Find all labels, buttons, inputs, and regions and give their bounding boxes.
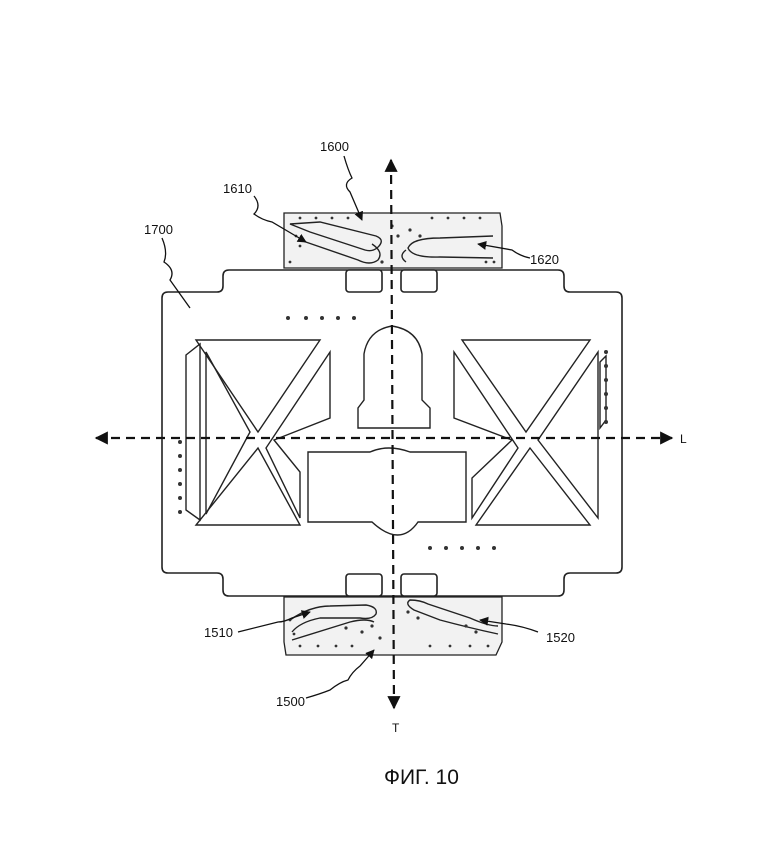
label-1610: 1610: [223, 181, 252, 196]
label-1520: 1520: [546, 630, 575, 645]
axis-label-t: T: [392, 721, 400, 735]
top-bracket-1600: [284, 213, 502, 268]
label-1620: 1620: [530, 252, 559, 267]
label-1500: 1500: [276, 694, 305, 709]
label-1510: 1510: [204, 625, 233, 640]
figure-caption: ФИГ. 10: [384, 766, 459, 789]
label-1700: 1700: [144, 222, 173, 237]
label-1600: 1600: [320, 139, 349, 154]
axis-label-l: L: [680, 432, 687, 446]
